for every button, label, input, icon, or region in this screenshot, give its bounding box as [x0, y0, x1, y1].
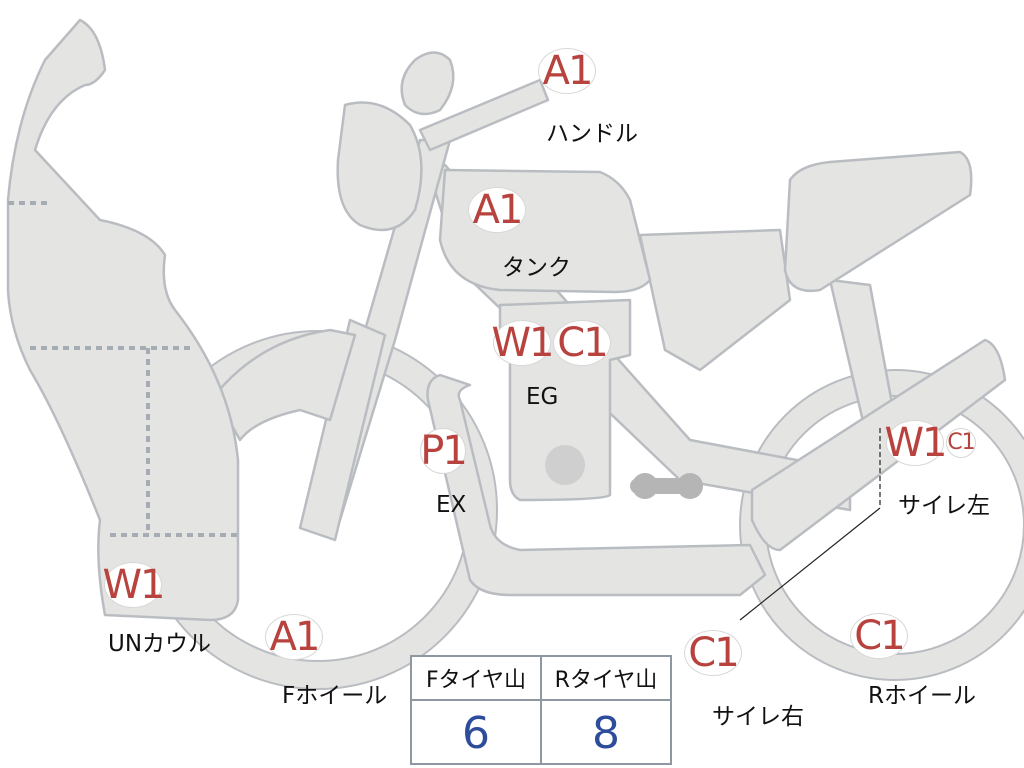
- muffler-left-callout: W1 C1: [884, 420, 976, 466]
- rear-wheel-callout: C1: [850, 613, 908, 659]
- rear-wheel-grade-badge: C1: [850, 613, 908, 659]
- muffler-right-grade-badge: C1: [684, 630, 742, 676]
- cowl-shape: [6, 18, 240, 622]
- exhaust-pipe-shape: [426, 373, 767, 597]
- tire-tread-header-row: Fタイヤ山 Rタイヤ山: [412, 657, 670, 701]
- under-cowl-callout: W1: [102, 562, 166, 608]
- tank-grade-badge: A1: [468, 187, 526, 233]
- front-wheel-grade-badge: A1: [265, 614, 323, 660]
- exhaust-label: EX: [436, 492, 467, 518]
- rear-tire-header: Rタイヤ山: [542, 657, 670, 701]
- muffler-left-label: サイレ左: [898, 493, 990, 519]
- mirror-shape: [400, 51, 455, 116]
- exhaust-grade-badge: P1: [420, 428, 468, 474]
- seat-shape: [783, 150, 973, 293]
- rear-frame-shape: [638, 228, 792, 372]
- engine-grade-badge-2: C1: [553, 320, 611, 366]
- muffler-left-grade-badge-2: C1: [946, 428, 976, 458]
- engine-label: EG: [526, 384, 559, 410]
- headlight-shape: [336, 101, 423, 232]
- engine-grade-badge-1: W1: [491, 320, 555, 366]
- engine-callout: W1 C1: [491, 320, 611, 366]
- front-wheel-label: Fホイール: [282, 683, 388, 709]
- exhaust-callout: P1: [420, 428, 468, 474]
- muffler-right-callout: C1: [684, 630, 742, 676]
- under-cowl-label: UNカウル: [108, 631, 212, 657]
- handle-callout: A1: [538, 48, 596, 94]
- muffler-right-label: サイレ右: [712, 704, 804, 730]
- rear-wheel-label: Rホイール: [868, 683, 976, 709]
- front-tire-header: Fタイヤ山: [412, 657, 542, 701]
- under-cowl-grade-badge: W1: [102, 562, 166, 608]
- front-wheel-callout: A1: [265, 614, 323, 660]
- front-tire-value: 6: [412, 701, 542, 765]
- tank-callout: A1: [468, 187, 526, 233]
- handlebar-shape: [418, 78, 550, 152]
- muffler-left-grade-badge-1: W1: [884, 420, 948, 466]
- handle-grade-badge: A1: [538, 48, 596, 94]
- tire-tread-value-row: 6 8: [412, 701, 670, 765]
- tank-label: タンク: [502, 255, 571, 281]
- rear-tire-value: 8: [592, 707, 620, 759]
- tire-tread-table: Fタイヤ山 Rタイヤ山 6 8: [410, 655, 672, 765]
- handle-label: ハンドル: [546, 121, 638, 147]
